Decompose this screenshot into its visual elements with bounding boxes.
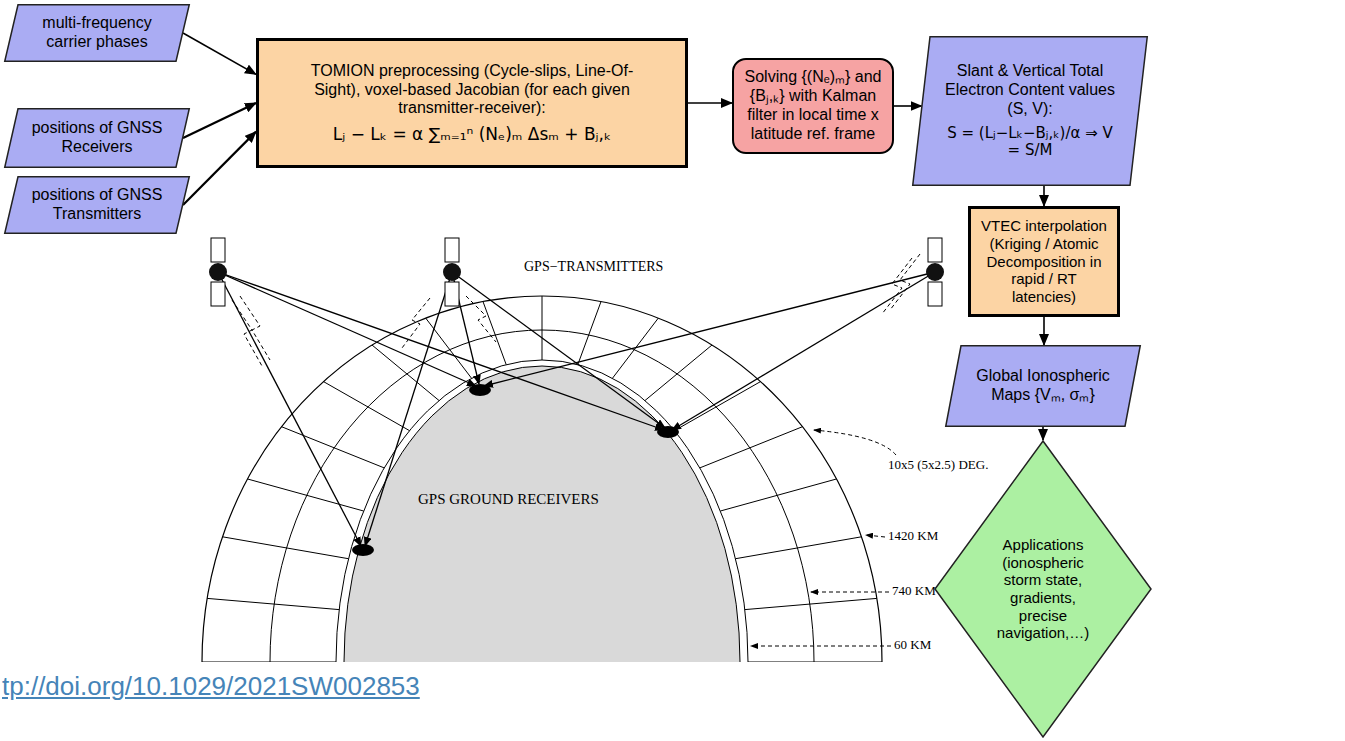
node-text: positions of GNSS Transmitters [26, 186, 168, 224]
flow-arrow [1043, 317, 1045, 345]
leader-lines [751, 430, 896, 646]
shape-fill [913, 37, 1148, 186]
voxel-line [578, 302, 601, 365]
voxel-line [542, 296, 543, 360]
formula-text: S = (Lⱼ−Lₖ−Bⱼ,ₖ)/α ⇒ V = S/M [944, 125, 1116, 160]
voxel-line [202, 662, 336, 663]
flow-arrow [183, 132, 256, 205]
node-text: multi-frequency carrier phases [26, 14, 168, 52]
node-text: Solving {(Nₑ)ₘ} and {Bⱼ,ₖ} with Kalman f… [742, 68, 884, 144]
voxel-line [645, 345, 712, 401]
receiver-marks [352, 384, 679, 556]
voxel-line [674, 382, 760, 431]
signal-rays [218, 272, 935, 546]
shape-fill [5, 109, 190, 168]
application-diamond: Applications (ionospheric storm state, g… [934, 440, 1152, 738]
input-parallelogram: multi-frequency carrier phases [4, 4, 190, 62]
output-parallelogram: Slant & Vertical Total Electron Content … [912, 36, 1148, 186]
shape-fill [5, 5, 190, 62]
node-text: VTEC interpolation (Kriging / Atomic Dec… [979, 217, 1109, 305]
node-text: positions of GNSS Receivers [26, 119, 168, 157]
voxel-line [282, 427, 385, 468]
process-box: TOMION preprocessing (Cycle-slips, Line-… [256, 38, 688, 168]
voxel-line [324, 382, 410, 431]
flow-arrow [1042, 427, 1044, 440]
altitude-label: 1420 KM [888, 529, 938, 544]
formula-text: Lⱼ − Lₖ = α ∑ₘ₌₁ⁿ (Nₑ)ₘ Δsₘ + Bⱼ,ₖ [333, 124, 611, 144]
output-parallelogram: Global Ionospheric Maps {Vₘ, σₘ} [945, 345, 1141, 427]
voxel-line [372, 345, 439, 401]
shape-fill [946, 346, 1141, 427]
voxel-line [720, 479, 836, 511]
node-text: Slant & Vertical Total Electron Content … [938, 62, 1122, 119]
voxel-line [748, 662, 882, 663]
flow-arrow [894, 105, 922, 107]
dimension-label: 10x5 (5x2.5) DEG. [888, 458, 988, 473]
node-text: Global Ionospheric Maps {Vₘ, σₘ} [969, 367, 1117, 405]
node-text: Applications (ionospheric storm state, g… [984, 536, 1102, 642]
altitude-label: 740 KM [892, 584, 936, 599]
altitude-label: 60 KM [894, 638, 931, 653]
voxel-line [736, 537, 862, 559]
node-text: TOMION preprocessing (Cycle-slips, Line-… [307, 62, 637, 119]
group-label: GPS−TRANSMITTERS [524, 259, 663, 275]
shape-fill [5, 177, 190, 234]
flow-arrow [688, 102, 732, 104]
voxel-line [223, 537, 349, 559]
shape-fill [935, 441, 1151, 737]
voxel-line [483, 302, 506, 365]
satellite-icons [209, 238, 944, 306]
voxel-line [207, 598, 339, 609]
solver-box: Solving {(Nₑ)ₘ} and {Bⱼ,ₖ} with Kalman f… [732, 58, 894, 154]
scintillation-zigzags [232, 254, 920, 366]
group-label: GPS GROUND RECEIVERS [418, 491, 599, 508]
flow-arrow [1043, 186, 1045, 206]
voxel-line [248, 479, 364, 511]
input-parallelogram: positions of GNSS Receivers [4, 108, 190, 168]
voxel-line [700, 427, 803, 468]
doi-link: tp://doi.org/10.1029/2021SW002853 [2, 672, 420, 702]
earth-shells [202, 296, 882, 662]
flow-arrow [183, 33, 256, 74]
process-box: VTEC interpolation (Kriging / Atomic Dec… [968, 206, 1120, 317]
voxel-line [745, 598, 877, 609]
input-parallelogram: positions of GNSS Transmitters [4, 176, 190, 234]
flow-arrow [183, 103, 256, 138]
